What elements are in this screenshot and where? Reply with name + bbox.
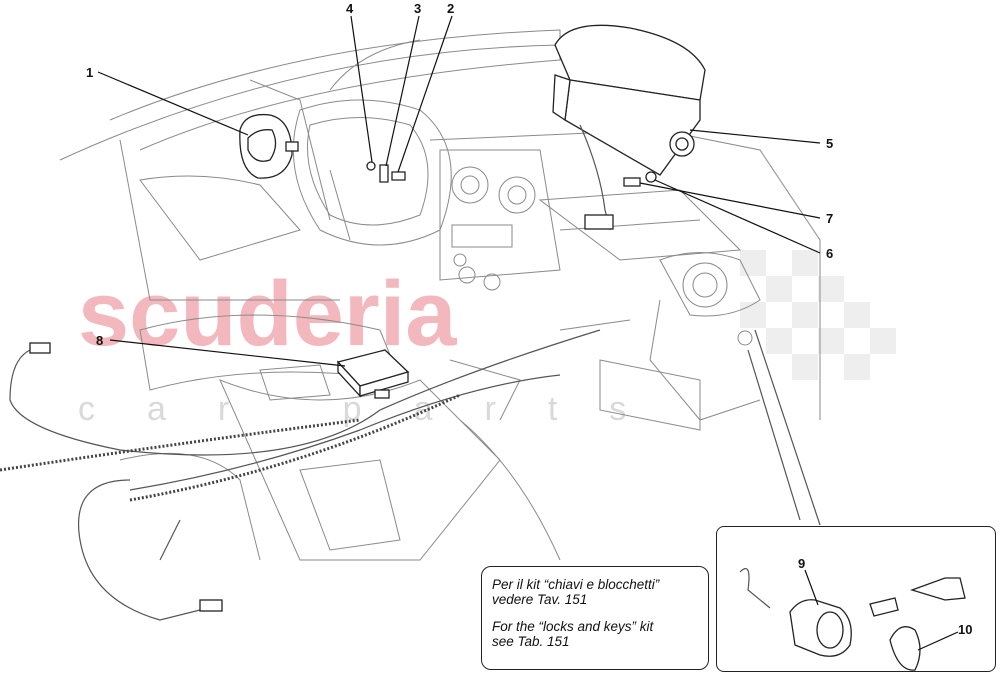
fasteners xyxy=(366,161,406,183)
key-cover xyxy=(889,626,921,671)
ignition-lock xyxy=(739,568,966,657)
callout-numbers: 1 2 3 4 5 6 7 8 9 10 xyxy=(86,1,972,637)
screws-6-7 xyxy=(623,171,657,187)
note-italian: Per il kit “chiavi e blocchetti” vedere … xyxy=(492,577,660,607)
callout-4: 4 xyxy=(346,1,354,16)
callout-1: 1 xyxy=(86,65,93,80)
watermark-sub: car parts xyxy=(78,390,678,428)
callout-2: 2 xyxy=(447,1,454,16)
callout-3: 3 xyxy=(414,1,421,16)
callout-6: 6 xyxy=(826,246,833,261)
wiring-harness xyxy=(0,329,601,621)
watermark-checker xyxy=(740,250,896,380)
inset-connector-left xyxy=(747,349,801,521)
driver-airbag xyxy=(239,113,299,179)
ignition-inset-frame xyxy=(716,526,996,672)
callout-9: 9 xyxy=(798,556,805,571)
callout-5: 5 xyxy=(826,136,833,151)
note-english: For the “locks and keys” kit see Tab. 15… xyxy=(492,619,654,649)
passenger-airbag xyxy=(552,24,706,231)
kit-reference-note: Per il kit “chiavi e blocchetti” vedere … xyxy=(481,566,709,670)
car-interior-sketch xyxy=(59,29,821,561)
leader-lines xyxy=(97,15,959,651)
callout-7: 7 xyxy=(826,211,833,226)
callout-10: 10 xyxy=(958,622,972,637)
callout-8: 8 xyxy=(96,333,103,348)
inset-connector-right xyxy=(754,329,821,526)
airbag-control-unit xyxy=(336,349,410,399)
watermark-brand: scuderia xyxy=(78,263,457,365)
